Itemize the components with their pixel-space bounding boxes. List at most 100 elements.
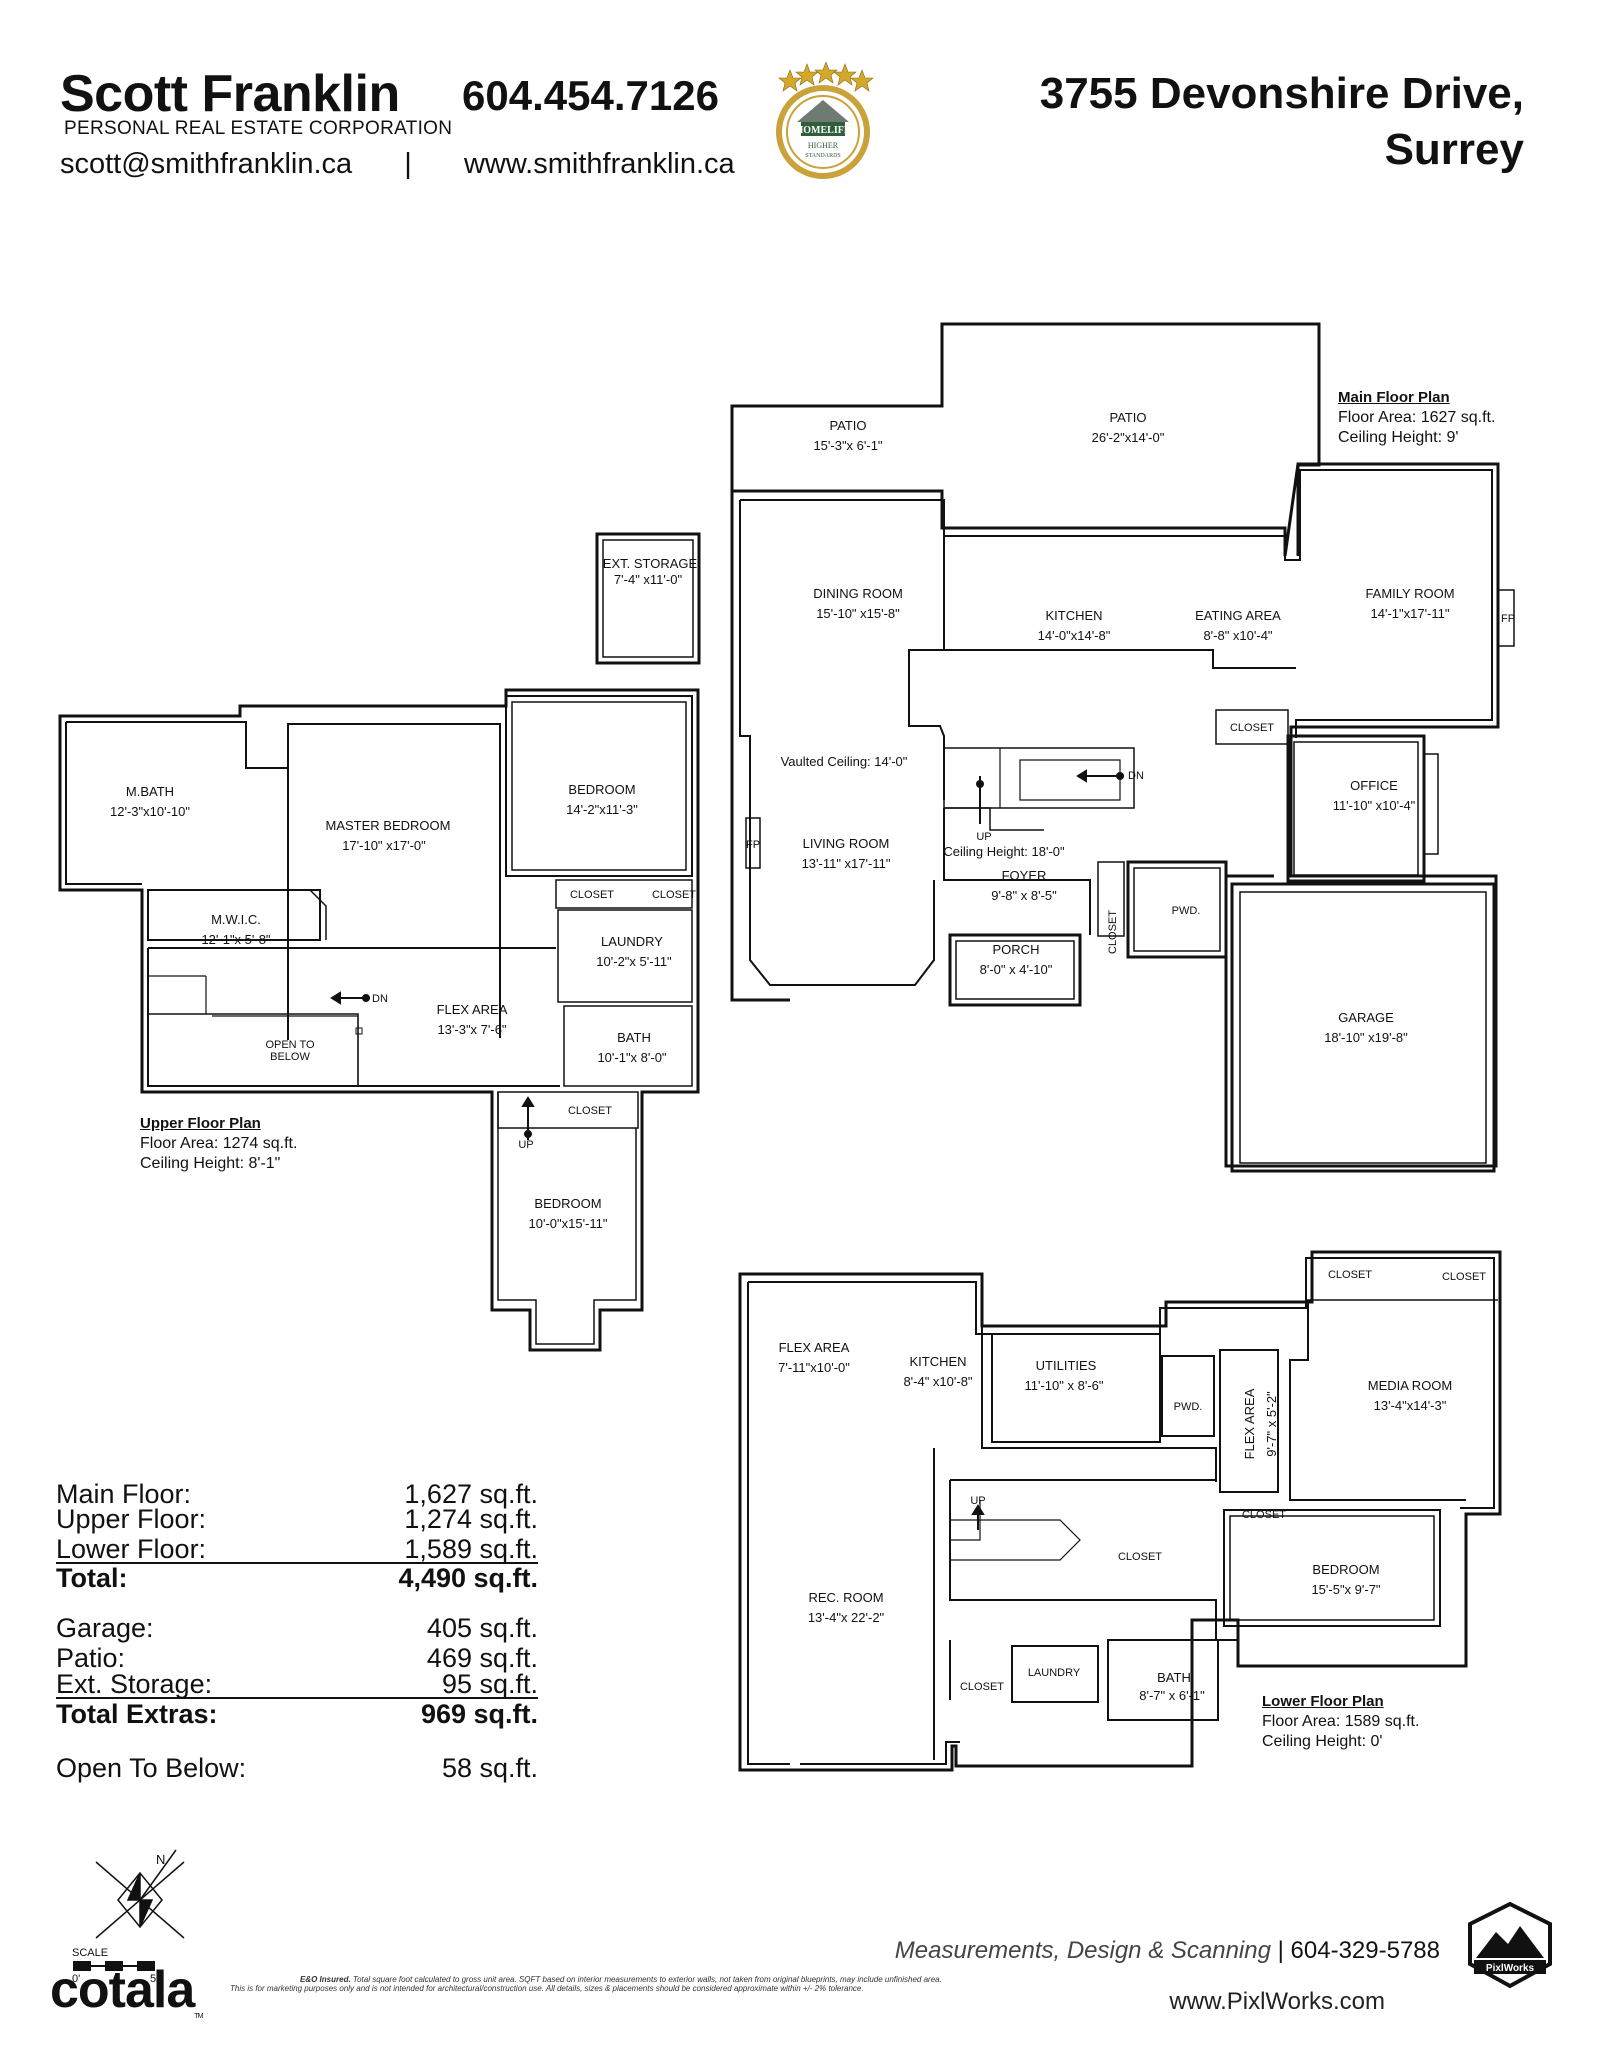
- main-floor-area: Floor Area: 1627 sq.ft.: [1338, 409, 1496, 426]
- scale-five: 5': [150, 1973, 158, 1985]
- dim-eating: 8'-8" x10'-4": [1203, 628, 1272, 643]
- label-upper-bath: BATH: [617, 1030, 651, 1045]
- agent-website[interactable]: www.smithfranklin.ca: [463, 148, 735, 180]
- main-floor-legend: Main Floor Plan Floor Area: 1627 sq.ft. …: [1338, 388, 1495, 448]
- summary-label: Patio:: [56, 1643, 126, 1673]
- measurements-credit: Measurements, Design & Scanning | 604-32…: [895, 1937, 1440, 1965]
- label-eating: EATING AREA: [1195, 608, 1281, 623]
- summary-row-total: Total:4,490 sq.ft.: [56, 1564, 538, 1592]
- label-lower-up: UP: [970, 1495, 985, 1507]
- measurements-phone[interactable]: 604-329-5788: [1290, 1937, 1440, 1964]
- dim-office: 11'-10" x10'-4": [1333, 798, 1416, 813]
- label-utilities: UTILITIES: [1036, 1358, 1097, 1373]
- disclaimer-line-1: Total square foot calculated to gross un…: [352, 1975, 942, 1984]
- label-upper-closet1: CLOSET: [570, 889, 614, 901]
- summary-label: Garage:: [56, 1613, 154, 1643]
- contact-line: scott@smithfranklin.ca | www.smithfrankl…: [60, 148, 735, 181]
- label-pwd: PWD.: [1172, 905, 1201, 917]
- upper-floor-area: Floor Area: 1274 sq.ft.: [140, 1135, 298, 1152]
- disclaimer: E&O Insured. Total square foot calculate…: [230, 1975, 1130, 1993]
- label-main-dn: DN: [1128, 770, 1144, 782]
- label-upper-flex: FLEX AREA: [437, 1002, 508, 1017]
- lower-outline: [738, 1250, 1502, 1772]
- contact-separator: |: [404, 148, 412, 180]
- label-lower-kitchen: KITCHEN: [909, 1354, 966, 1369]
- label-lower-bedroom: BEDROOM: [1312, 1562, 1379, 1577]
- label-upper-dn: DN: [372, 993, 388, 1005]
- dim-kitchen: 14'-0"x14'-8": [1038, 628, 1111, 643]
- agent-email[interactable]: scott@smithfranklin.ca: [60, 148, 353, 180]
- label-ceiling-18: Ceiling Height: 18'-0": [943, 844, 1065, 859]
- dim-mbath: 12'-3"x10'-10": [110, 804, 190, 819]
- lower-floor-legend: Lower Floor Plan Floor Area: 1589 sq.ft.…: [1262, 1692, 1419, 1752]
- pixlworks-logo-icon: PixlWorks: [1468, 1901, 1552, 1989]
- scale-label: SCALE: [72, 1947, 108, 1959]
- label-family: FAMILY ROOM: [1365, 586, 1454, 601]
- dim-upper-bath: 10'-1"x 8'-0": [597, 1050, 666, 1065]
- summary-row-lower: Lower Floor:1,589 sq.ft.: [56, 1535, 538, 1563]
- dim-upper-bedroom1: 14'-2"x11'-3": [566, 802, 638, 817]
- label-upper-bedroom1: BEDROOM: [568, 782, 635, 797]
- dim-media: 13'-4"x14'-3": [1374, 1398, 1447, 1413]
- upper-floor-title: Upper Floor Plan: [140, 1115, 261, 1132]
- summary-row-ext-storage: Ext. Storage:95 sq.ft.: [56, 1670, 538, 1698]
- dim-patio1: 15'-3"x 6'-1": [813, 438, 882, 453]
- main-house-outline: [732, 462, 1500, 1168]
- label-vaulted: Vaulted Ceiling: 14'-0": [781, 754, 908, 769]
- main-floor-ceiling: Ceiling Height: 9': [1338, 429, 1459, 446]
- measurements-label: Measurements, Design & Scanning: [894, 1937, 1271, 1964]
- cotala-logo-text: cotala: [50, 1961, 195, 2019]
- label-mwic: M.W.I.C.: [211, 912, 261, 927]
- label-lower-pwd: PWD.: [1174, 1401, 1203, 1413]
- summary-value: 4,490 sq.ft.: [398, 1563, 538, 1593]
- label-main-closet: CLOSET: [1230, 722, 1274, 734]
- ext-storage-room: [595, 532, 701, 665]
- disclaimer-line-2: This is for marketing purposes only and …: [230, 1984, 864, 1993]
- dim-lower-bath: 8'-7" x 6'-1": [1139, 1688, 1205, 1703]
- label-foyer: FOYER: [1002, 868, 1047, 883]
- dim-mwic: 12'-1"x 5'-8": [201, 932, 270, 947]
- property-address: 3755 Devonshire Drive, Surrey: [1040, 66, 1524, 178]
- summary-value: 95 sq.ft.: [441, 1669, 538, 1699]
- label-upper-bedroom2: BEDROOM: [534, 1196, 601, 1211]
- lower-floor-area: Floor Area: 1589 sq.ft.: [1262, 1713, 1420, 1730]
- label-lower-laundry: LAUNDRY: [1028, 1667, 1081, 1679]
- pixlworks-logo-text: PixlWorks: [1486, 1963, 1535, 1974]
- measurements-separator: |: [1277, 1937, 1284, 1964]
- label-lower-closet3: CLOSET: [1242, 1509, 1286, 1521]
- label-main-up: UP: [976, 831, 991, 843]
- label-living: LIVING ROOM: [803, 836, 890, 851]
- dim-lower-flex2: 9'-7" x 5'-2": [1264, 1391, 1279, 1457]
- scale-bar-icon: [73, 1961, 155, 1971]
- label-lower-closet5: CLOSET: [960, 1681, 1004, 1693]
- summary-divider: [56, 1697, 538, 1699]
- agent-corporation: PERSONAL REAL ESTATE CORPORATION: [64, 118, 453, 139]
- porch: [948, 933, 1082, 1007]
- address-line-1: 3755 Devonshire Drive,: [1039, 69, 1524, 118]
- label-lower-flex: FLEX AREA: [779, 1340, 850, 1355]
- agent-phone[interactable]: 604.454.7126: [462, 72, 719, 119]
- label-lower-flex2: FLEX AREA: [1242, 1388, 1257, 1459]
- upper-floor-ceiling: Ceiling Height: 8'-1": [140, 1155, 281, 1172]
- pixlworks-url[interactable]: www.PixlWorks.com: [1169, 1988, 1385, 2015]
- summary-label: Main Floor:: [56, 1479, 192, 1509]
- summary-label: Total Extras:: [56, 1699, 218, 1729]
- label-garage: GARAGE: [1338, 1010, 1394, 1025]
- summary-value: 405 sq.ft.: [426, 1613, 538, 1643]
- label-mbath: M.BATH: [126, 784, 174, 799]
- label-lower-closet4: CLOSET: [1118, 1551, 1162, 1563]
- summary-label: Lower Floor:: [56, 1534, 207, 1564]
- label-upper-up: UP: [518, 1139, 533, 1151]
- summary-row-main: Main Floor:1,627 sq.ft.: [56, 1480, 538, 1508]
- dim-upper-laundry: 10'-2"x 5'-11": [596, 954, 672, 969]
- summary-divider: [56, 1562, 538, 1564]
- summary-row-garage: Garage: 405 sq.ft.: [56, 1614, 538, 1642]
- label-kitchen: KITCHEN: [1045, 608, 1102, 623]
- label-ext-storage: EXT. STORAGE: [603, 556, 698, 571]
- cotala-logo: cotalaTM: [50, 1960, 203, 2020]
- dim-upper-bedroom2: 10'-0"x15'-11": [529, 1216, 608, 1231]
- dim-master: 17'-10" x17'-0": [342, 838, 426, 853]
- address-line-2: Surrey: [1384, 125, 1524, 174]
- dim-lower-bedroom: 15'-5"x 9'-7": [1311, 1582, 1380, 1597]
